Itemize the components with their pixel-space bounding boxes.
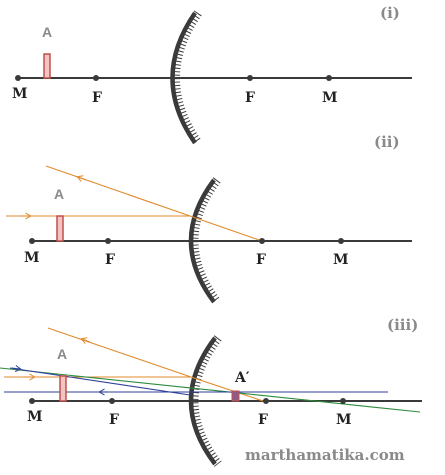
panel-iii: A A′ M F F M (iii): [0, 316, 422, 467]
point-m-right: [340, 398, 346, 404]
label-f-right: F: [256, 252, 266, 268]
reflected-ray-arrow: [82, 339, 91, 342]
point-m-left: [15, 75, 21, 81]
point-m-left: [29, 238, 35, 244]
reflected-ray-arrow: [78, 177, 87, 180]
concave-mirror: [170, 10, 202, 146]
object-a: [43, 53, 51, 79]
object-label: A: [57, 346, 67, 362]
panel-i: A M F F M (i): [12, 4, 412, 146]
label-f-right: F: [258, 412, 268, 428]
ray-through-focus: [9, 367, 191, 396]
label-m-right: M: [336, 412, 352, 428]
label-m-left: M: [27, 409, 43, 425]
ray-through-focus-arrow: [11, 368, 20, 369]
panel-ii: A M F F M (ii): [6, 133, 412, 305]
label-f-right: F: [245, 90, 255, 106]
panel-label: (iii): [387, 316, 418, 334]
concave-mirror: [188, 177, 221, 305]
point-f-right: [247, 75, 253, 81]
label-m-left: M: [12, 86, 28, 102]
label-f-left: F: [105, 252, 115, 268]
point-m-right: [326, 75, 332, 81]
object-a: [56, 215, 64, 242]
label-m-right: M: [322, 90, 338, 106]
panel-label: (ii): [374, 133, 400, 151]
point-f-left: [93, 75, 99, 81]
label-m-left: M: [24, 250, 40, 266]
panel-label: (i): [380, 4, 400, 22]
point-f-left: [109, 398, 115, 404]
reflected-ray: [189, 215, 263, 242]
image-label: A′: [234, 370, 250, 386]
point-f-right: [263, 398, 269, 404]
point-m-left: [29, 398, 35, 404]
object-a: [59, 375, 67, 402]
label-f-left: F: [109, 412, 119, 428]
point-f-right: [259, 238, 265, 244]
reflected-ray-extension: [47, 327, 192, 378]
reflected-ray-extension: [45, 165, 191, 217]
label-m-right: M: [333, 252, 349, 268]
reflected-ray: [190, 376, 264, 402]
object-label: A: [54, 186, 64, 202]
ray-through-center: [0, 367, 421, 413]
concave-mirror: [188, 335, 222, 467]
watermark: marthamatika.com: [245, 446, 405, 464]
image-a-prime: [231, 390, 240, 402]
object-label: A: [42, 24, 52, 40]
point-f-left: [105, 238, 111, 244]
label-f-left: F: [92, 90, 102, 106]
point-m-right: [338, 238, 344, 244]
